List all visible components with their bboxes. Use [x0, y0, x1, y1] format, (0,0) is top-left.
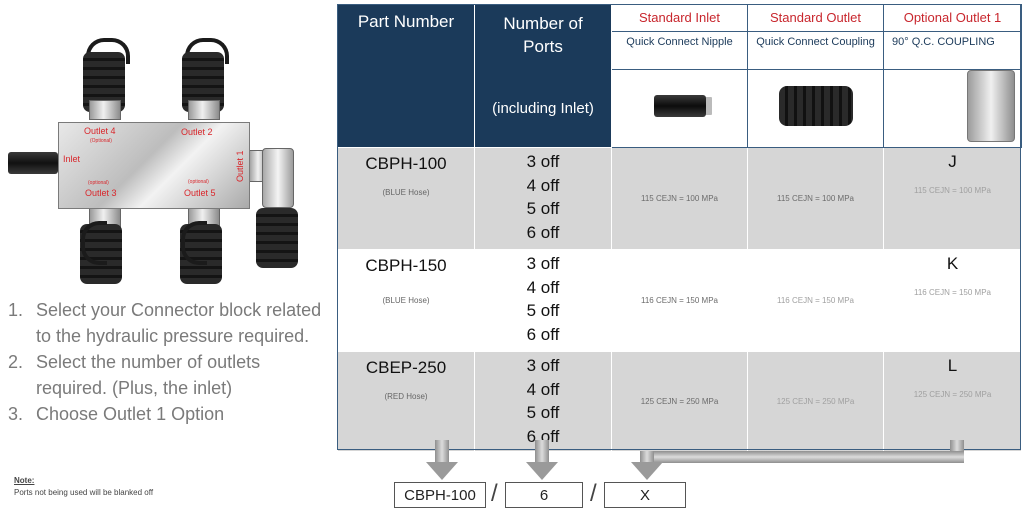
- arrow-shaft: [535, 440, 549, 464]
- inlet-spec-cell: 115 CEJN = 100 MPa: [611, 147, 748, 250]
- connector-block: [58, 122, 250, 209]
- arrow-down-icon: [426, 462, 458, 480]
- outlet-spec-cell: 116 CEJN = 150 MPa: [747, 249, 884, 352]
- outlet-spec-cell: 115 CEJN = 100 MPa: [747, 147, 884, 250]
- selected-option-box: X: [604, 482, 686, 508]
- label-outlet-3-optional: (optional): [88, 180, 109, 186]
- part-cell: CBPH-100(BLUE Hose): [337, 147, 475, 250]
- part-cell: CBEP-250(RED Hose): [337, 351, 475, 452]
- separator-slash: /: [590, 480, 597, 507]
- label-outlet-2: Outlet 2: [181, 127, 213, 137]
- step-item: 3.Choose Outlet 1 Option: [8, 404, 225, 424]
- label-outlet-4: Outlet 4: [84, 126, 116, 136]
- part-selection-table: Part Number Number of Ports (including I…: [337, 4, 1022, 452]
- subheader-quick-connect-nipple: Quick Connect Nipple: [611, 31, 748, 70]
- coupling-icon: [778, 86, 853, 126]
- header-optional-outlet-1: Optional Outlet 1: [883, 4, 1022, 32]
- elbow-fitting-icon: [262, 148, 294, 208]
- inlet-nipple-icon: [8, 152, 58, 174]
- header-standard-inlet: Standard Inlet: [611, 4, 748, 32]
- step-item: 1.Select your Connector block related to…: [8, 300, 322, 346]
- label-outlet-3: Outlet 3: [85, 188, 117, 198]
- label-outlet-5-optional: (optional): [188, 179, 209, 185]
- label-outlet-1: Outlet 1: [235, 150, 245, 182]
- selection-steps: 1.Select your Connector block related to…: [8, 297, 328, 427]
- dust-cap-icon: [185, 38, 229, 64]
- label-inlet: Inlet: [63, 154, 81, 164]
- fitting-nut-icon: [89, 100, 121, 120]
- arrow-down-icon: [631, 462, 663, 480]
- note-text: Ports not being used will be blanked off: [14, 488, 154, 497]
- subheader-90-qc-coupling: 90° Q.C. COUPLING: [883, 31, 1022, 70]
- dust-cap-icon: [181, 221, 207, 265]
- arrow-shaft: [640, 451, 654, 464]
- step-item: 2.Select the number of outlets required.…: [8, 352, 261, 398]
- nipple-image-cell: [611, 69, 748, 148]
- arrow-elbow: [640, 451, 964, 463]
- elbow-coupling-image-cell: [883, 69, 1022, 148]
- dust-cap-icon: [86, 38, 130, 64]
- note-title: Note:: [14, 476, 35, 485]
- separator-slash: /: [491, 480, 498, 507]
- header-number-of-ports: Number of Ports (including Inlet): [474, 4, 612, 148]
- label-outlet-5: Outlet 5: [184, 188, 216, 198]
- inlet-spec-cell: 116 CEJN = 150 MPa: [611, 249, 748, 352]
- selected-ports-box: 6: [505, 482, 583, 508]
- coupling-icon: [256, 208, 298, 268]
- outlet-spec-cell: 125 CEJN = 250 MPa: [747, 351, 884, 452]
- inlet-spec-cell: 125 CEJN = 250 MPa: [611, 351, 748, 452]
- elbow-coupling-icon: [967, 70, 1015, 142]
- connector-block-diagram: Outlet 4 (Optional) Outlet 2 Inlet Outle…: [0, 30, 298, 290]
- nipple-icon: [653, 95, 706, 117]
- arrow-down-icon: [526, 462, 558, 480]
- subheader-quick-connect-coupling: Quick Connect Coupling: [747, 31, 884, 70]
- coupling-icon: [180, 224, 222, 284]
- arrow-shaft: [435, 440, 449, 464]
- selected-part-box: CBPH-100: [394, 482, 486, 508]
- header-standard-outlet: Standard Outlet: [747, 4, 884, 32]
- header-part-number: Part Number: [337, 4, 475, 148]
- coupling-image-cell: [747, 69, 884, 148]
- dust-cap-icon: [81, 221, 107, 265]
- coupling-icon: [80, 224, 122, 284]
- fitting-nut-icon: [188, 100, 220, 120]
- part-cell: CBPH-150(BLUE Hose): [337, 249, 475, 352]
- label-outlet-4-optional: (Optional): [90, 138, 112, 144]
